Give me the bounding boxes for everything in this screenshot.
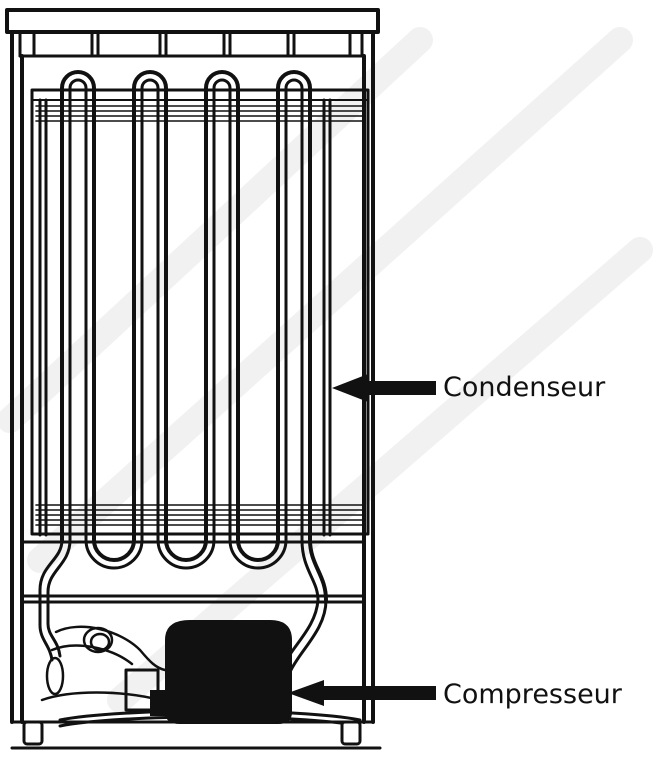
- side-tubes: [38, 98, 332, 537]
- condenser-coil-inner: [68, 78, 320, 602]
- compressor-body: [150, 620, 292, 724]
- condenser-label: Condenseur: [443, 372, 606, 403]
- top-cap: [5, 8, 380, 34]
- left-foot: [22, 720, 44, 746]
- cabinet-walls: [10, 30, 375, 724]
- capillary-coil: [40, 625, 167, 702]
- condenser-coil-outer: [60, 70, 328, 602]
- compressor-pointer-arrow: [288, 680, 436, 706]
- suction-pipe: [288, 598, 328, 674]
- condenser-frame: [30, 88, 370, 536]
- compressor-label: Compresseur: [443, 679, 622, 710]
- discharge-pipe: [38, 538, 64, 662]
- top-bracket: [18, 30, 364, 58]
- condenser-pointer-arrow: [332, 374, 436, 402]
- lower-crossbar: [20, 540, 366, 604]
- right-foot: [340, 720, 362, 746]
